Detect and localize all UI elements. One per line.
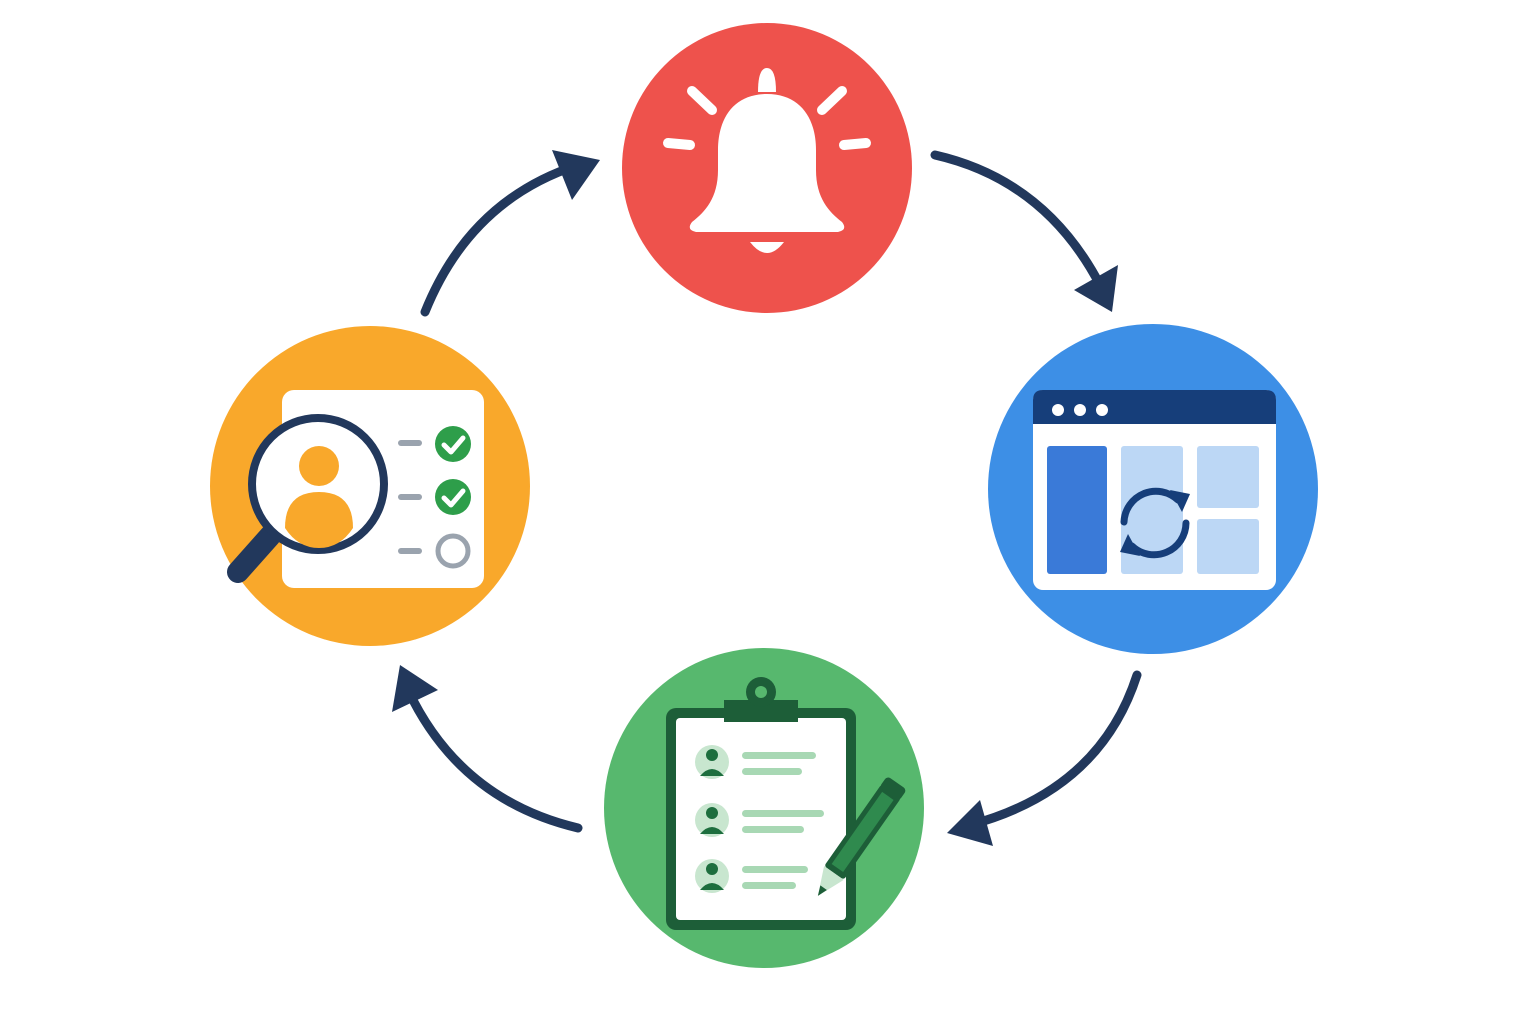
clipboard-list-icon <box>666 677 906 930</box>
arrowhead-dashboard-to-records <box>947 800 993 846</box>
node-dashboard <box>988 324 1318 654</box>
magnifier-icon <box>227 414 388 583</box>
node-records <box>604 648 924 968</box>
pencil-icon <box>817 777 906 896</box>
list-item <box>695 745 816 779</box>
arrowhead-alert-to-dashboard <box>1074 265 1118 312</box>
check-icon <box>435 426 471 462</box>
browser-sync-icon <box>1033 390 1276 590</box>
cycle-arrows <box>392 150 1142 846</box>
check-icon <box>435 479 471 515</box>
arrow-review-to-alert <box>420 160 583 317</box>
list-item <box>695 859 808 893</box>
arrow-records-to-review <box>403 685 583 833</box>
user-icon <box>285 446 353 548</box>
arrow-dashboard-to-records <box>965 670 1142 830</box>
bell-icon <box>663 68 871 253</box>
node-review <box>210 326 530 646</box>
arrowhead-records-to-review <box>392 665 438 712</box>
arrow-alert-to-dashboard <box>930 150 1105 290</box>
arrowhead-review-to-alert <box>552 150 600 200</box>
list-item <box>695 803 824 837</box>
sync-icon <box>1120 487 1190 559</box>
node-alert <box>622 23 912 313</box>
profile-search-icon <box>227 390 484 588</box>
empty-circle-icon <box>435 533 471 569</box>
